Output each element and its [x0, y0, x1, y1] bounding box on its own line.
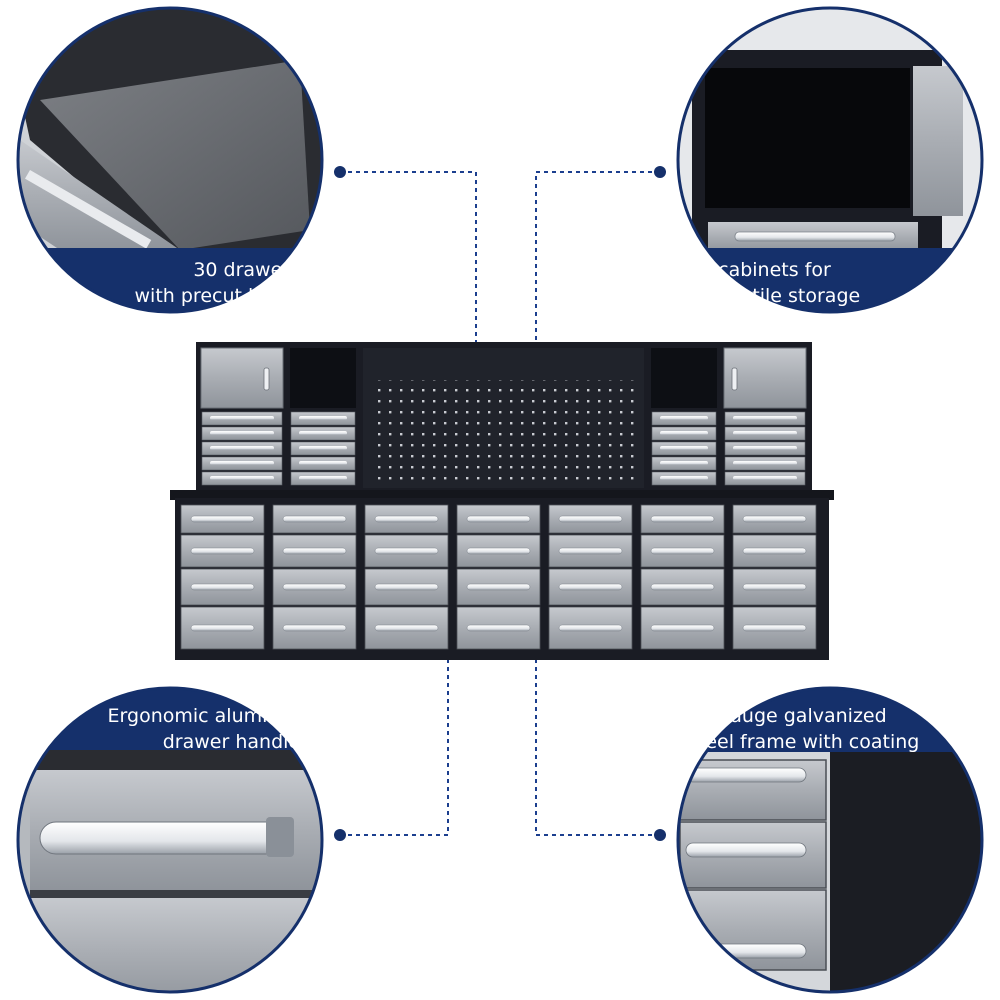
cabinet-handle-left — [263, 367, 270, 391]
connector-dot-top-right — [654, 166, 666, 178]
callout-ring-bottom-left — [16, 686, 324, 994]
drawer-handle — [190, 624, 255, 632]
drawer-handle — [282, 583, 347, 591]
connector-dot-bottom-left — [334, 829, 346, 841]
workbench — [170, 342, 834, 660]
drawer-handle — [299, 416, 347, 420]
callout-cabinets — [676, 6, 984, 314]
drawer-handle — [660, 476, 708, 480]
callout-line: 18 gauge galvanized — [688, 705, 887, 727]
drawer-handle — [190, 515, 255, 523]
callout-label-handles: Ergonomic aluminum drawer handles — [60, 703, 310, 755]
upper-drawer-stacks — [201, 411, 806, 486]
drawer-handle — [742, 547, 807, 555]
callout-line: with precut liners — [134, 285, 300, 307]
connector-bottom-left — [340, 660, 449, 836]
callout-ring-top-right — [676, 6, 984, 314]
drawer-handle — [558, 515, 623, 523]
drawer-handle — [299, 461, 347, 465]
worktop — [170, 490, 834, 500]
drawer-handle — [742, 624, 807, 632]
drawer-handle — [210, 431, 274, 435]
callout-label-cabinets: 2 cabinets for versatile storage — [700, 257, 940, 309]
cabinet-door-right — [723, 347, 807, 409]
drawer-handle — [660, 446, 708, 450]
connector-top-left — [340, 171, 477, 518]
drawer-handle — [558, 547, 623, 555]
callout-line: 30 drawers — [193, 259, 300, 281]
cabinet-handle-right — [731, 367, 738, 391]
callout-line: steel frame with coating — [688, 731, 920, 753]
pegboard-holes — [370, 380, 637, 480]
drawer-handle — [282, 547, 347, 555]
cabinet-door-left — [200, 347, 284, 409]
connector-bottom-right — [535, 660, 660, 836]
drawer-handle — [742, 583, 807, 591]
connector-lines — [340, 171, 660, 836]
callout-label-drawers: 30 drawers with precut liners — [60, 257, 300, 309]
drawer-handle — [733, 446, 797, 450]
connector-dot-bottom-right — [654, 829, 666, 841]
drawer-handle — [210, 476, 274, 480]
drawer-handle — [742, 515, 807, 523]
drawer-handle — [210, 416, 274, 420]
drawer-handle — [466, 624, 531, 632]
drawer-handle — [733, 461, 797, 465]
drawer-handle — [374, 583, 439, 591]
callout-line: drawer handles — [162, 731, 310, 753]
drawer-handle — [282, 624, 347, 632]
drawer-handle — [466, 515, 531, 523]
drawer-handle — [650, 624, 715, 632]
drawer-handle — [650, 515, 715, 523]
drawer-handle — [190, 583, 255, 591]
drawer-handle — [660, 431, 708, 435]
drawer-handle — [733, 416, 797, 420]
drawer-handle — [558, 624, 623, 632]
callout-ring-top-left — [16, 6, 324, 314]
callout-line: 2 cabinets for — [700, 259, 831, 281]
callout-line: versatile storage — [700, 285, 861, 307]
drawer-handle — [558, 583, 623, 591]
open-shelf-right — [651, 348, 717, 408]
drawer-handle — [299, 431, 347, 435]
drawer-handle — [210, 461, 274, 465]
drawer-handle — [650, 547, 715, 555]
drawer-handle — [466, 583, 531, 591]
drawer-handle — [374, 547, 439, 555]
base-drawer-columns — [180, 504, 817, 650]
drawer-handle — [733, 431, 797, 435]
drawer-handle — [374, 515, 439, 523]
callout-label-frame: 18 gauge galvanized steel frame with coa… — [688, 703, 948, 755]
drawer-handle — [660, 461, 708, 465]
connector-top-right — [535, 171, 660, 368]
callout-ring-bottom-right — [676, 686, 984, 994]
connector-dot-top-left — [334, 166, 346, 178]
drawer-handle — [282, 515, 347, 523]
drawer-handle — [299, 446, 347, 450]
drawer-handle — [299, 476, 347, 480]
drawer-handle — [650, 583, 715, 591]
drawer-handle — [190, 547, 255, 555]
callout-line: Ergonomic aluminum — [107, 705, 310, 727]
open-shelf-left — [290, 348, 356, 408]
drawer-handle — [660, 416, 708, 420]
drawer-handle — [374, 624, 439, 632]
drawer-handle — [733, 476, 797, 480]
drawer-handle — [466, 547, 531, 555]
drawer-handle — [210, 446, 274, 450]
